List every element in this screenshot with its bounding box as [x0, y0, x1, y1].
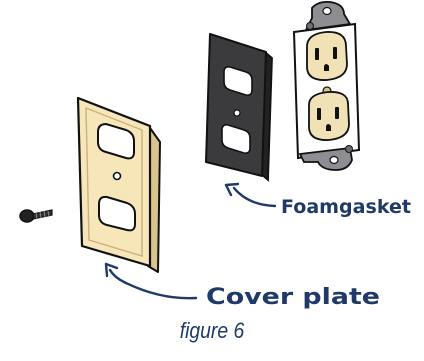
outlet-upper-receptacle: [306, 31, 348, 81]
cover-plate-screw-hole: [112, 171, 122, 181]
foam-gasket-label: Foamgasket: [281, 196, 411, 218]
foam-gasket: [205, 33, 273, 182]
foam-gasket-screw-hole: [233, 109, 241, 117]
foam-gasket-bottom-opening: [221, 124, 251, 154]
screw-icon: [19, 209, 53, 223]
foam-gasket-top-opening: [223, 66, 253, 96]
outlet-lower-receptacle: [308, 91, 350, 141]
outlet-strap-screw-icon: [306, 22, 314, 30]
cover-plate-callout: Cover plate: [104, 262, 380, 310]
foam-gasket-callout: Foamgasket: [224, 182, 411, 218]
outlet-bottom-strap: [298, 147, 353, 171]
cover-plate-bevel: [85, 106, 143, 257]
cover-plate: [76, 96, 161, 273]
cover-plate-top-opening: [97, 122, 135, 160]
outlet-strap-screw-icon: [345, 145, 353, 153]
cover-plate-bottom-opening: [98, 195, 136, 232]
cover-plate-arrow: [108, 268, 198, 300]
foam-gasket-arrow: [232, 186, 277, 208]
figure-caption: figure 6: [179, 318, 245, 343]
outlet-top-strap: [304, 0, 352, 32]
foam-gasket-face: [205, 33, 267, 177]
cover-plate-face: [76, 96, 152, 268]
electrical-outlet: [292, 0, 361, 171]
cover-plate-label: Cover plate: [206, 285, 380, 310]
